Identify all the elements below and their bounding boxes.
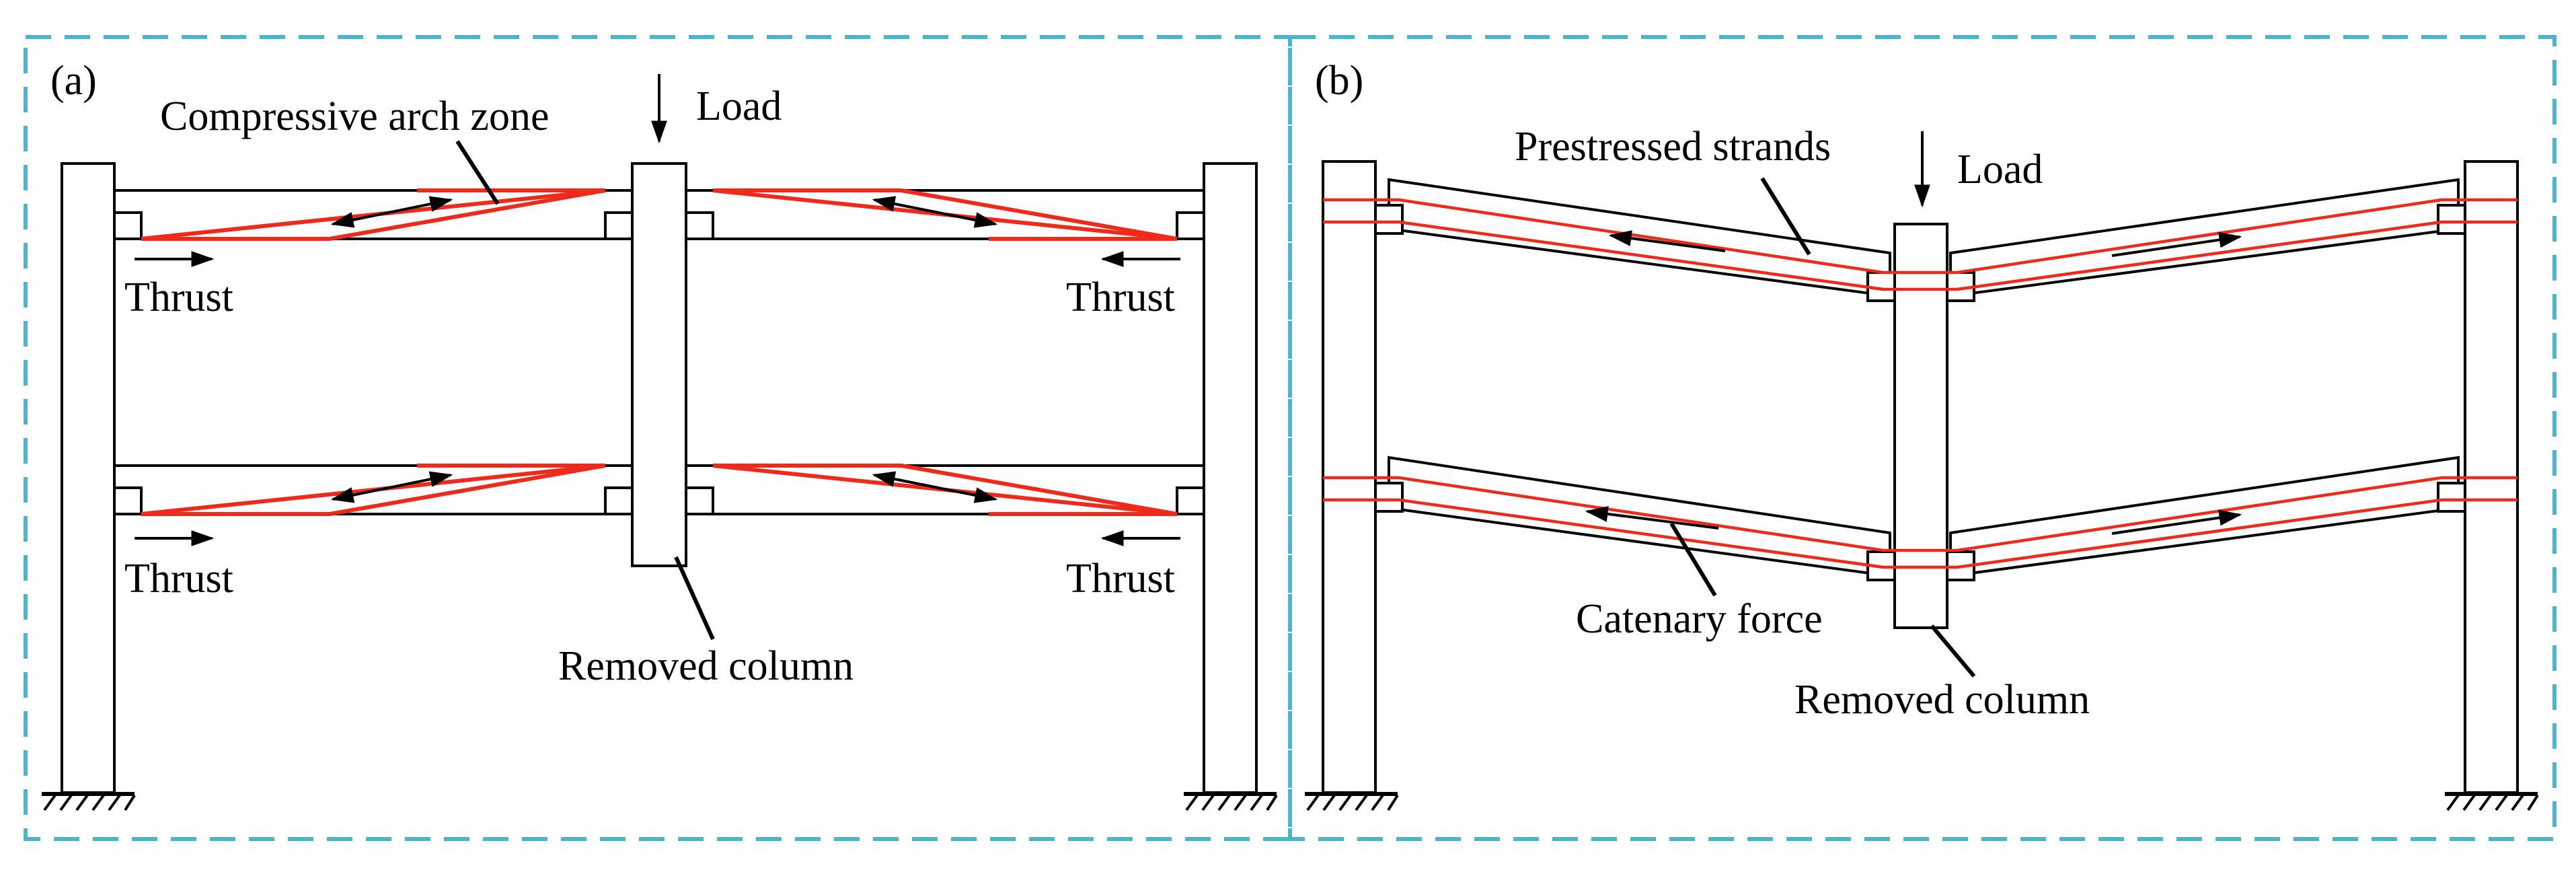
thrust-label-a-bottom-left: Thrust bbox=[124, 556, 233, 602]
load-label-a: Load bbox=[696, 83, 782, 129]
removed-leader-b bbox=[1930, 624, 1976, 678]
panel-b: (b) Prestressed strands Load Catenary fo… bbox=[1288, 35, 2556, 841]
removed-column-label-a: Removed column bbox=[558, 643, 854, 689]
arch-leader-a bbox=[455, 140, 500, 205]
thrust-arrows-a bbox=[135, 251, 1180, 546]
column-a-left bbox=[61, 162, 116, 794]
ground-b bbox=[1305, 792, 2539, 811]
panel-b-tag: (b) bbox=[1315, 58, 1363, 104]
panel-a-frame bbox=[24, 35, 1292, 841]
panel-a-tag: (a) bbox=[50, 58, 97, 104]
thrust-label-a-bottom-right: Thrust bbox=[1066, 556, 1175, 602]
strands-leader-b bbox=[1760, 177, 1811, 256]
catenary-arrows-b bbox=[1585, 230, 2242, 535]
load-label-b: Load bbox=[1957, 147, 2043, 192]
arch-force-arrows-a bbox=[330, 196, 998, 503]
catenary-label: Catenary force bbox=[1576, 596, 1823, 642]
removed-column-b bbox=[1893, 223, 1948, 629]
thrust-label-a-top-left: Thrust bbox=[124, 275, 233, 320]
panel-b-frame bbox=[1288, 35, 2556, 841]
arch-zone-label: Compressive arch zone bbox=[160, 94, 549, 139]
column-a-right bbox=[1203, 162, 1258, 794]
removed-column-label-b: Removed column bbox=[1794, 677, 2090, 723]
ground-a bbox=[42, 792, 1278, 811]
prestressed-strands-b bbox=[1323, 198, 2517, 569]
removed-leader-a bbox=[674, 556, 715, 641]
thrust-label-a-top-right: Thrust bbox=[1066, 275, 1175, 320]
strands-label: Prestressed strands bbox=[1515, 124, 1831, 170]
removed-column-a bbox=[631, 162, 687, 567]
catenary-leader-b bbox=[1669, 522, 1717, 597]
corbels-a bbox=[113, 211, 1205, 515]
panel-a: (a) Compressive arch zone Load Thrust Th… bbox=[24, 35, 1292, 841]
